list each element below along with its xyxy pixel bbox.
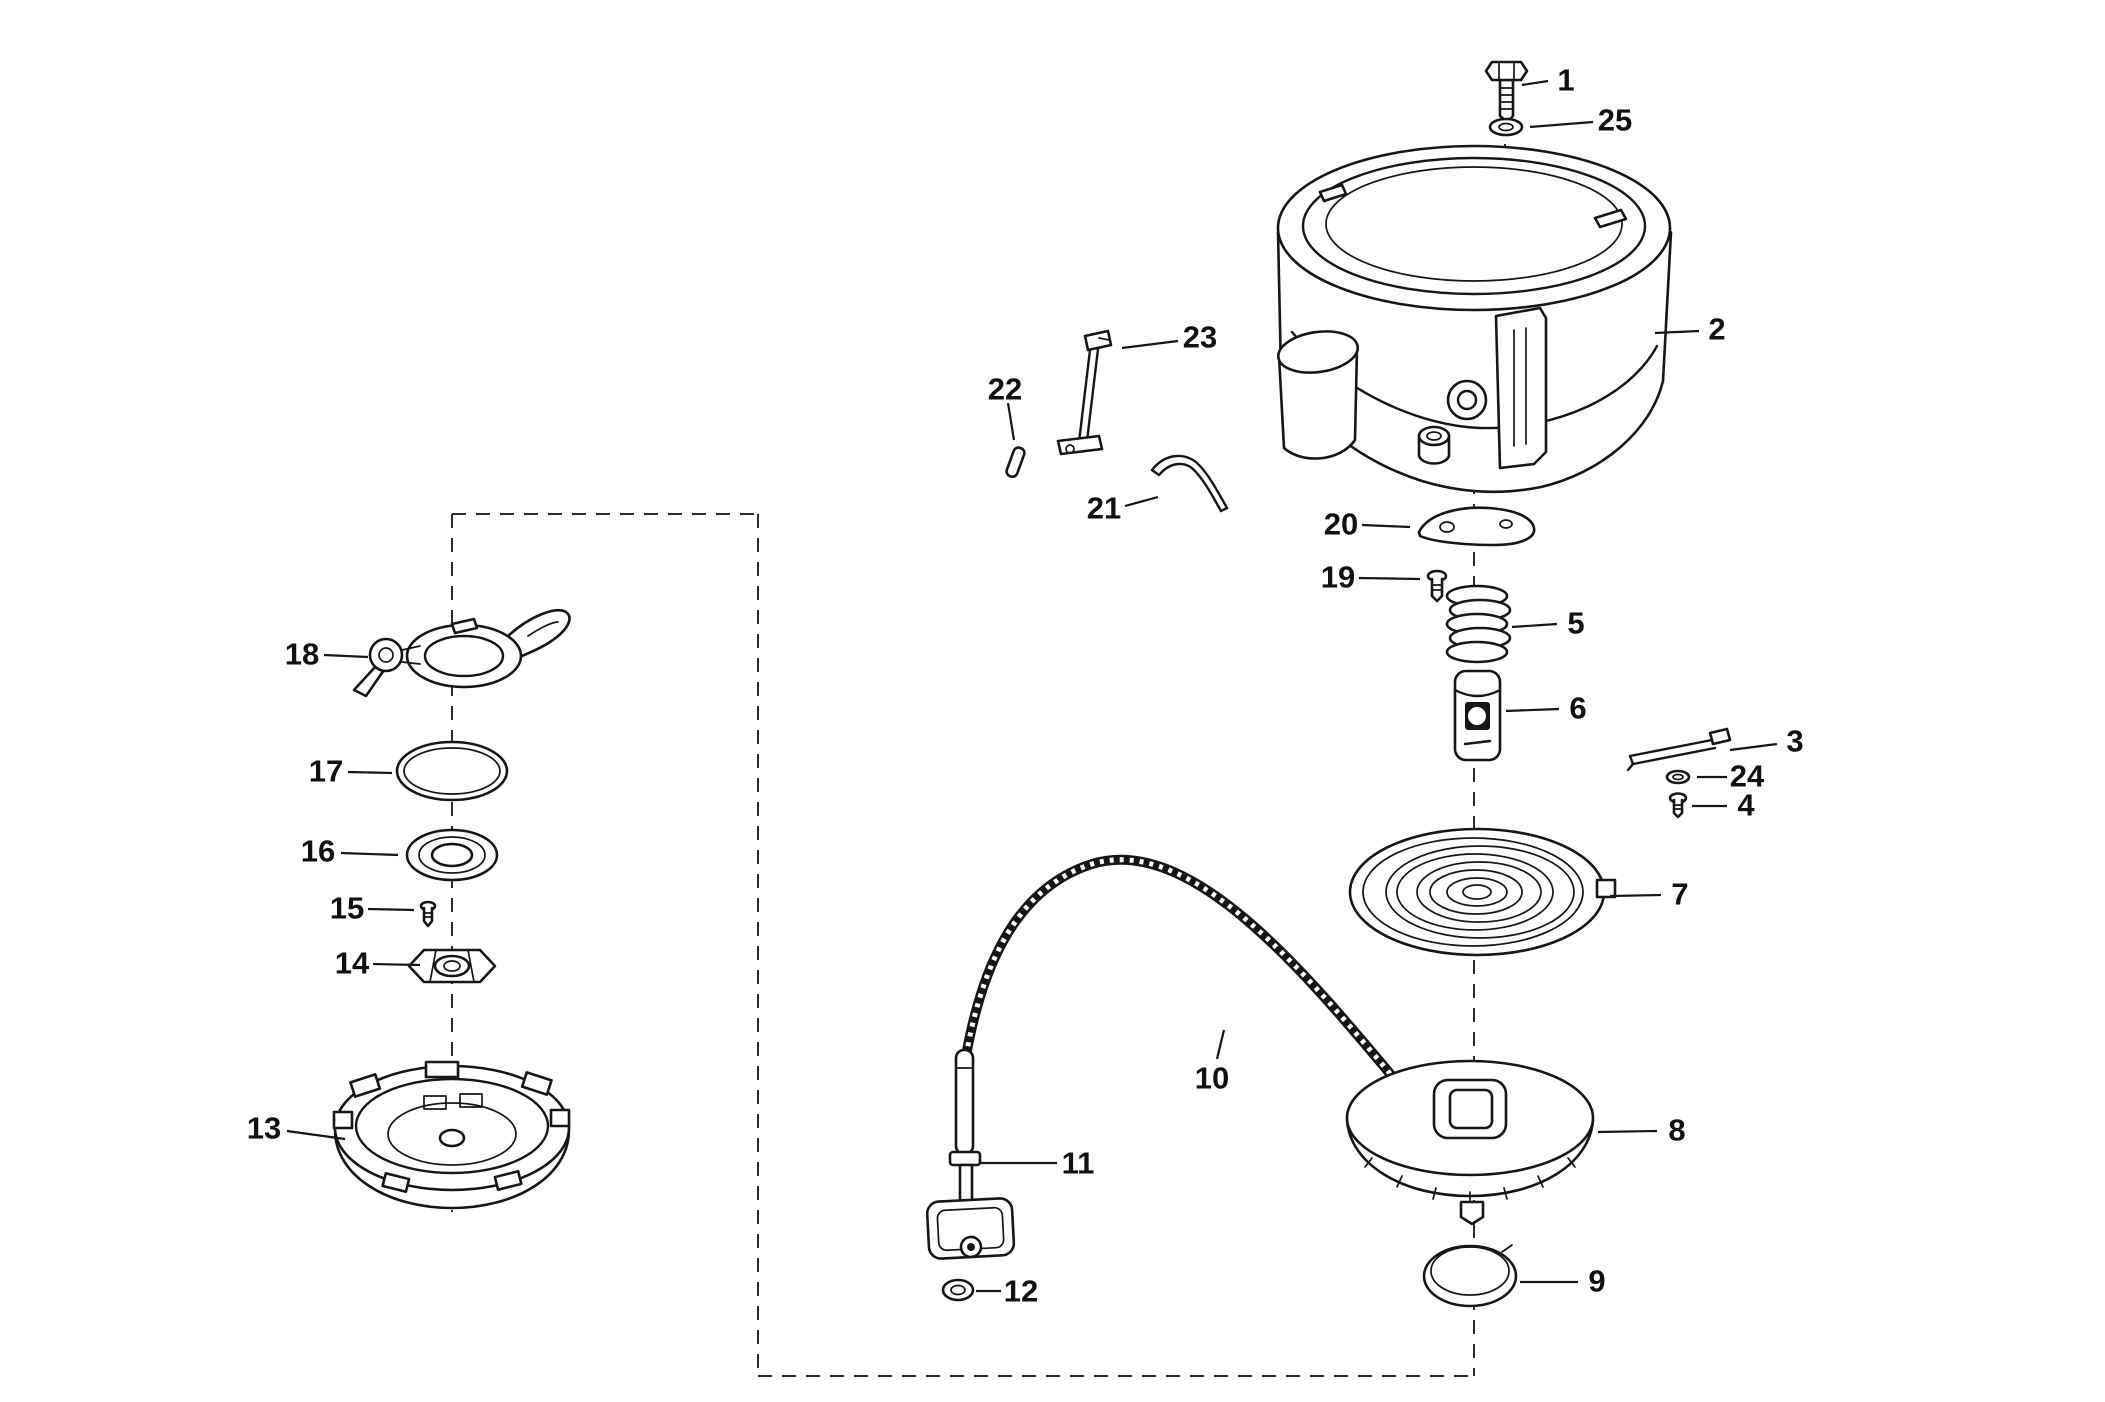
part-17-ring: [395, 740, 509, 802]
cup-rim-notch: [549, 1108, 571, 1128]
part-8-leader-line: [1597, 1129, 1658, 1134]
part-14-nut: [407, 948, 497, 984]
part-24-callout: 24: [1730, 759, 1765, 794]
bolt-hex-head: [1484, 60, 1529, 82]
part-5-spring: [1445, 584, 1512, 664]
cup-floor-slot: [459, 1093, 483, 1108]
part-11-callout: 11: [1062, 1146, 1095, 1181]
part-17-callout: 17: [309, 754, 343, 789]
part-20-leader-line: [1361, 523, 1411, 529]
part-20-callout: 20: [1324, 507, 1358, 542]
part-13-callout: 13: [247, 1111, 281, 1146]
part-19-callout: 19: [1321, 560, 1355, 595]
part-25-callout: 25: [1598, 103, 1632, 138]
anchor-body: [925, 1197, 1016, 1260]
housing-cylinder-boss: [1276, 330, 1360, 460]
part-3-leader-line: [1729, 742, 1778, 752]
cup-rim-notch: [349, 1073, 382, 1098]
part-10-starter-rope: [961, 854, 1407, 1093]
part-18-leader-line: [323, 653, 369, 659]
part-2-callout: 2: [1708, 312, 1725, 347]
part-7-callout: 7: [1671, 877, 1688, 912]
cup-rim-notch: [381, 1171, 411, 1193]
part-4-screw: [1668, 792, 1688, 819]
part-9-drive-ring: [1422, 1244, 1518, 1308]
part-5-leader-line: [1511, 622, 1558, 629]
part-15-screw: [419, 900, 437, 928]
part-23-callout: 23: [1183, 320, 1217, 355]
part-8-pulley: [1345, 1059, 1595, 1226]
part-2-housing: [1276, 144, 1673, 494]
part-1-leader-line: [1521, 79, 1549, 87]
part-6-callout: 6: [1569, 691, 1586, 726]
cup-rim-notch: [520, 1071, 553, 1096]
housing-rim-notch: [1593, 208, 1628, 229]
cup-center-hole: [438, 1128, 466, 1148]
part-9-callout: 9: [1588, 1264, 1605, 1299]
part-24-washer: [1665, 769, 1691, 785]
part-16-callout: 16: [301, 834, 335, 869]
part-22-leader-line: [1006, 402, 1016, 441]
part-12-ring: [941, 1278, 975, 1302]
part-10-leader-line: [1215, 1029, 1226, 1060]
spring-outer-hook: [1595, 878, 1617, 899]
part-13-leader-line: [286, 1129, 346, 1141]
part-21-spring-clip: [1150, 454, 1229, 513]
labels-layer: 1234567891011121314151617181920212223242…: [247, 63, 1804, 1309]
housing-side-plate: [1494, 306, 1548, 470]
part-21-callout: 21: [1087, 491, 1121, 526]
cup-rim-notch: [332, 1110, 354, 1130]
part-19-leader-line: [1358, 576, 1421, 581]
part-19-screw: [1426, 569, 1448, 603]
housing-boss-hole: [1446, 379, 1488, 421]
cup-rim-notch: [424, 1060, 460, 1079]
part-6-leader-line: [1505, 707, 1560, 713]
pulley-hub-hole: [1448, 1088, 1494, 1130]
part-25-washer: [1488, 117, 1524, 137]
part-22-pin: [1005, 446, 1026, 479]
part-21-leader-line: [1124, 495, 1159, 508]
part-18-callout: 18: [285, 637, 319, 672]
part-3-bracket: [1626, 727, 1732, 772]
cup-rim-notch: [493, 1169, 523, 1191]
cup-floor-slot: [423, 1095, 447, 1110]
part-16-washer: [405, 828, 499, 882]
part-13-cup: [332, 1060, 571, 1210]
part-23-leader-line: [1121, 339, 1179, 350]
part-15-callout: 15: [330, 891, 364, 926]
part-20-retainer-plate: [1417, 506, 1536, 547]
part-1-bolt: [1484, 60, 1529, 124]
part-17-leader-line: [347, 770, 393, 775]
part-12-callout: 12: [1004, 1274, 1038, 1309]
part-5-callout: 5: [1567, 606, 1584, 641]
part-11-rope-anchor: [925, 1048, 1016, 1260]
housing-rim-notch: [1318, 183, 1348, 203]
part-2-leader-line: [1654, 329, 1700, 335]
part-10-callout: 10: [1195, 1061, 1229, 1096]
housing-tube: [1417, 425, 1451, 465]
part-3-callout: 3: [1786, 724, 1803, 759]
part-22-callout: 22: [988, 372, 1022, 407]
housing-lid: [1276, 144, 1672, 312]
part-16-leader-line: [340, 851, 399, 857]
part-6-plunger: [1453, 669, 1502, 762]
part-23-link: [1056, 329, 1113, 456]
pulley-pawl-tab: [1459, 1200, 1485, 1226]
part-8-callout: 8: [1668, 1113, 1685, 1148]
part-25-leader-line: [1529, 120, 1594, 129]
part-7-leader-line: [1609, 893, 1662, 898]
part-15-leader-line: [367, 907, 415, 912]
part-14-leader-line: [372, 962, 421, 967]
part-14-callout: 14: [335, 946, 370, 981]
part-1-callout: 1: [1557, 63, 1574, 98]
lever-pivot-hole: [368, 637, 404, 673]
part-7-recoil-spring: [1348, 827, 1617, 957]
part-4-callout: 4: [1737, 788, 1755, 823]
part-18-ratchet-lever: [352, 609, 571, 698]
